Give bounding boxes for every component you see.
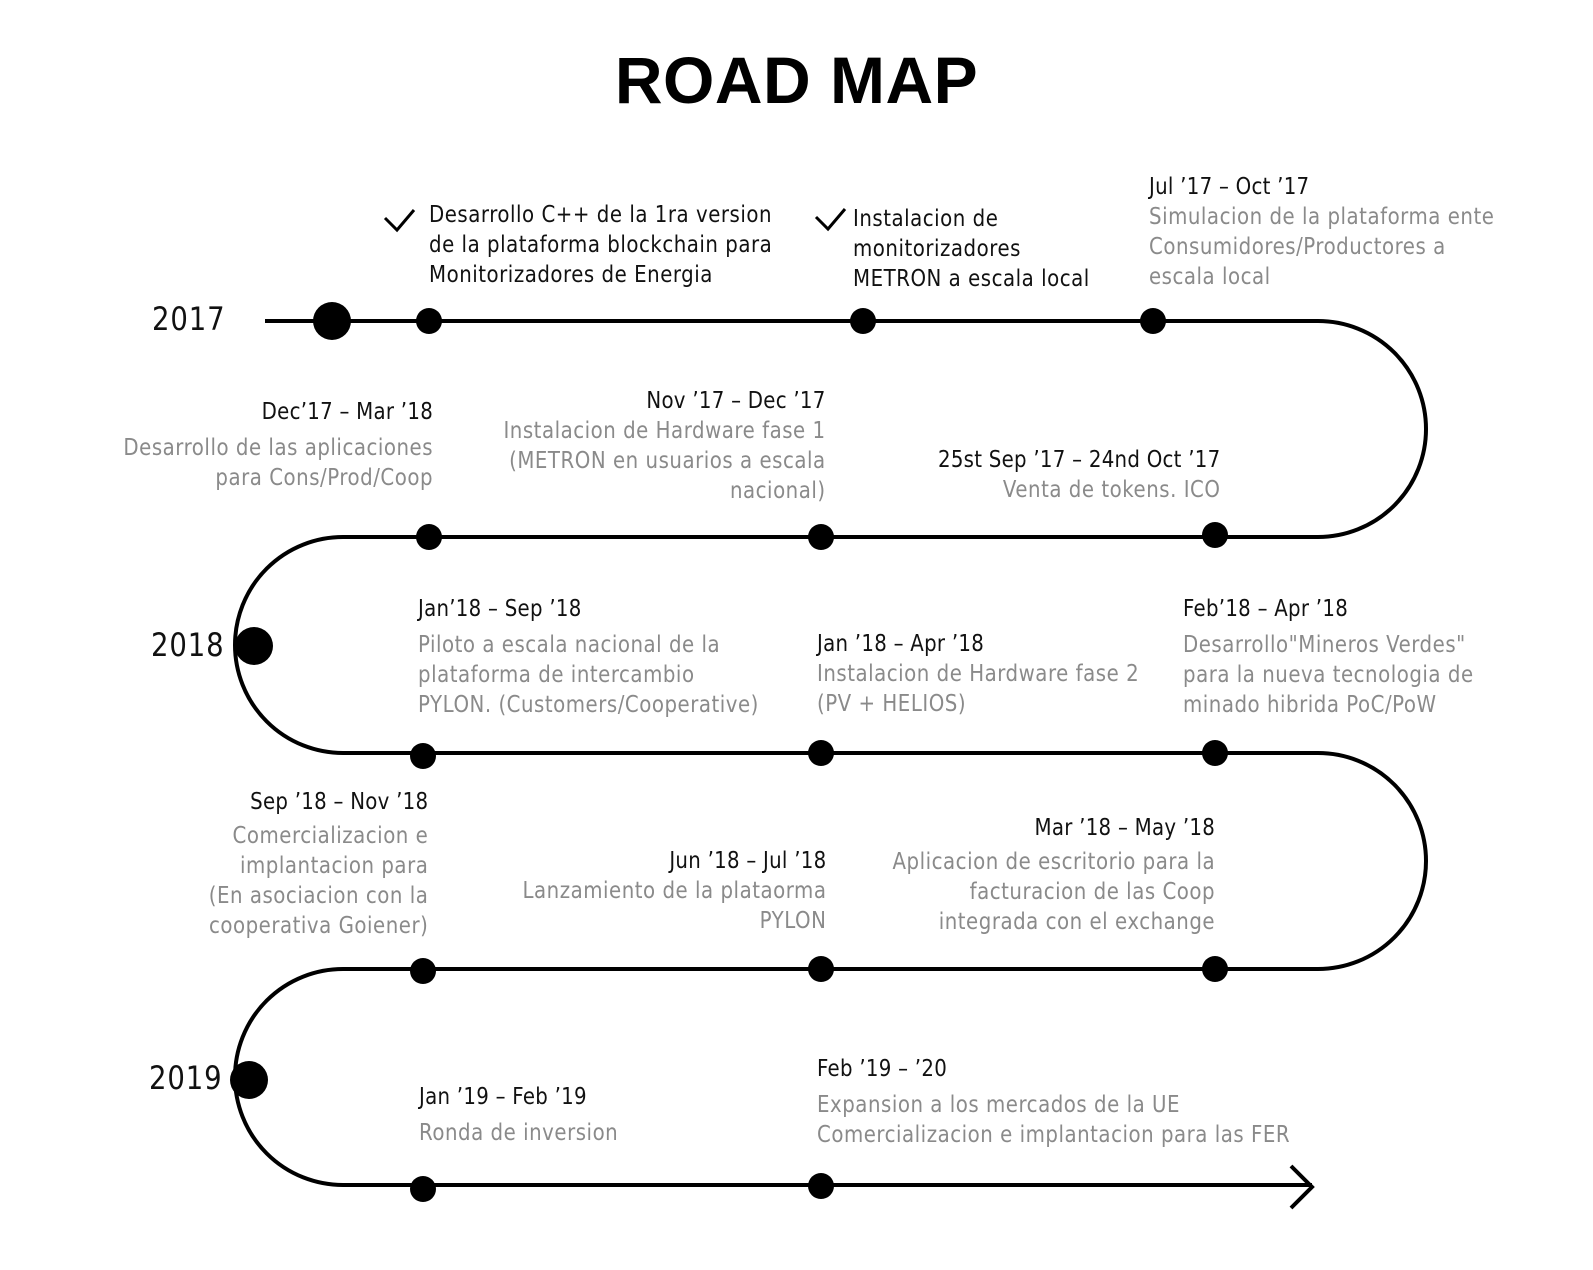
milestone-dot (808, 1173, 834, 1199)
milestone-description: Simulacion de la plataforma ente Consumi… (1149, 204, 1495, 290)
year-label-2017: 2017 (152, 300, 226, 338)
milestone-dot (808, 524, 834, 550)
milestone-date: Mar ’18 – May ’18 (1034, 815, 1215, 841)
milestone-metron-local-install: Instalacion de monitorizadores METRON a … (853, 204, 1090, 294)
milestone-date: Sep ’18 – Nov ’18 (249, 789, 428, 815)
milestone-description: Instalacion de Hardware fase 2 (PV + HEL… (817, 661, 1140, 717)
milestone-text: Instalacion de monitorizadores METRON a … (853, 206, 1090, 292)
milestone-date: Feb’18 – Apr ’18 (1183, 596, 1349, 622)
milestone-dot (410, 743, 436, 769)
milestone-description: Aplicacion de escritorio para la factura… (892, 849, 1215, 935)
milestone-description: Desarrollo"Mineros Verdes" para la nueva… (1183, 632, 1474, 718)
milestone-date: Jan ’18 – Apr ’18 (817, 631, 985, 657)
milestone-dot (1202, 740, 1228, 766)
milestone-description: Venta de tokens. ICO (1002, 477, 1220, 503)
milestone-description: Desarrollo de las aplicaciones para Cons… (123, 435, 433, 491)
arrow-head-icon (1289, 1164, 1315, 1210)
milestone-description: Instalacion de Hardware fase 1 (METRON e… (503, 418, 826, 504)
milestone-date: Jan’18 – Sep ’18 (418, 596, 582, 622)
milestone-description: Expansion a los mercados de la UE Comerc… (817, 1092, 1291, 1148)
milestone-eu-expansion: Feb ’19 – ’20 Expansion a los mercados d… (817, 1054, 1290, 1150)
milestone-dot (416, 524, 442, 550)
milestone-dot (1202, 956, 1228, 982)
year-marker-2018 (235, 627, 273, 665)
milestone-dot (1202, 522, 1228, 548)
milestone-hardware-phase-1: Nov ’17 – Dec ’17 Instalacion de Hardwar… (504, 386, 826, 506)
checkmark-icon (383, 209, 416, 233)
milestone-description: Ronda de inversion (419, 1120, 619, 1146)
milestone-hardware-phase-2: Jan ’18 – Apr ’18 Instalacion de Hardwar… (817, 629, 1139, 719)
milestone-dot (1140, 308, 1166, 334)
milestone-platform-simulation: Jul ’17 – Oct ’17 Simulacion de la plata… (1149, 172, 1494, 292)
milestone-token-sale-ico: 25st Sep ’17 – 24nd Oct ’17 Venta de tok… (938, 445, 1220, 505)
milestone-pylon-launch: Jun ’18 – Jul ’18 Lanzamiento de la plat… (522, 846, 826, 936)
milestone-date: Dec’17 – Mar ’18 (261, 399, 433, 425)
milestone-dot (416, 308, 442, 334)
milestone-apps-development: Dec’17 – Mar ’18 Desarrollo de las aplic… (123, 397, 433, 493)
milestone-date: Jun ’18 – Jul ’18 (668, 848, 826, 874)
milestone-description: Piloto a escala nacional de la plataform… (418, 632, 759, 718)
milestone-investment-round: Jan ’19 – Feb ’19 Ronda de inversion (419, 1082, 618, 1148)
milestone-text: Desarrollo C++ de la 1ra version de la p… (429, 202, 773, 288)
checkmark-icon (814, 208, 847, 232)
milestone-dot (850, 308, 876, 334)
milestone-cpp-development: Desarrollo C++ de la 1ra version de la p… (429, 200, 772, 290)
milestone-commercialization-goiener: Sep ’18 – Nov ’18 Comercializacion e imp… (208, 787, 428, 941)
milestone-dot (808, 956, 834, 982)
milestone-dot (410, 1176, 436, 1202)
milestone-date: Jul ’17 – Oct ’17 (1149, 174, 1310, 200)
milestone-dot (808, 740, 834, 766)
milestone-date: Feb ’19 – ’20 (817, 1056, 948, 1082)
year-label-2018: 2018 (151, 626, 225, 664)
page-title: ROAD MAP (614, 43, 979, 117)
milestone-green-miners: Feb’18 – Apr ’18 Desarrollo"Mineros Verd… (1183, 594, 1474, 720)
milestone-description: Lanzamiento de la plataorma PYLON (522, 878, 826, 934)
milestone-date: Jan ’19 – Feb ’19 (419, 1084, 587, 1110)
milestone-desktop-billing-app: Mar ’18 – May ’18 Aplicacion de escritor… (892, 813, 1215, 937)
milestone-national-pilot: Jan’18 – Sep ’18 Piloto a escala naciona… (418, 594, 759, 720)
milestone-description: Comercializacion e implantacion para (En… (208, 823, 428, 939)
milestone-dot (410, 958, 436, 984)
milestone-date: Nov ’17 – Dec ’17 (646, 388, 826, 414)
milestone-date: 25st Sep ’17 – 24nd Oct ’17 (937, 447, 1220, 473)
year-marker-2019 (230, 1061, 268, 1099)
year-marker-2017 (313, 302, 351, 340)
year-label-2019: 2019 (149, 1059, 223, 1097)
